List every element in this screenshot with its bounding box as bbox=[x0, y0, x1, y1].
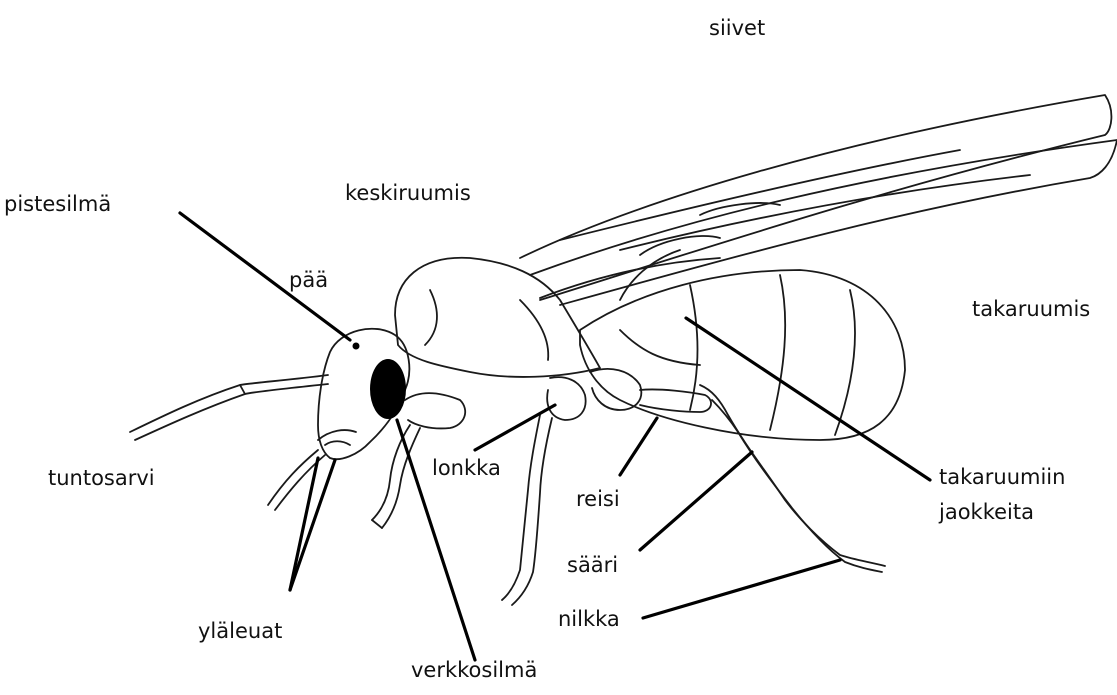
label-nilkka: nilkka bbox=[558, 605, 620, 633]
pointer-tibia bbox=[640, 452, 752, 550]
label-reisi: reisi bbox=[576, 485, 620, 513]
label-takaruumis: takaruumis bbox=[972, 295, 1090, 323]
label-lonkka: lonkka bbox=[432, 454, 501, 482]
antenna bbox=[130, 375, 328, 440]
head bbox=[318, 329, 409, 459]
hind-leg bbox=[590, 369, 885, 572]
pointer-abdomen-segments bbox=[686, 318, 930, 480]
label-takaruumiin-jaokkeita-line2: jaokkeita bbox=[939, 498, 1034, 526]
ocellus-shape bbox=[353, 343, 360, 350]
label-verkkosilma: verkkosilmä bbox=[411, 656, 537, 684]
compound-eye-shape bbox=[370, 359, 406, 419]
label-keskiruumis: keskiruumis bbox=[345, 179, 471, 207]
pointer-tarsus bbox=[643, 560, 840, 618]
pointer-femur bbox=[620, 418, 657, 475]
label-siivet: siivet bbox=[709, 14, 765, 42]
label-ylaleuat: yläleuat bbox=[198, 617, 282, 645]
label-saari: sääri bbox=[567, 551, 618, 579]
label-tuntosarvi: tuntosarvi bbox=[48, 464, 155, 492]
pointer-coxa bbox=[475, 405, 555, 450]
label-pistesilma: pistesilmä bbox=[4, 190, 111, 218]
wings bbox=[520, 95, 1117, 305]
label-takaruumiin-jaokkeita-line1: takaruumiin bbox=[939, 463, 1065, 491]
label-paa: pää bbox=[289, 266, 328, 294]
thorax bbox=[395, 258, 600, 377]
